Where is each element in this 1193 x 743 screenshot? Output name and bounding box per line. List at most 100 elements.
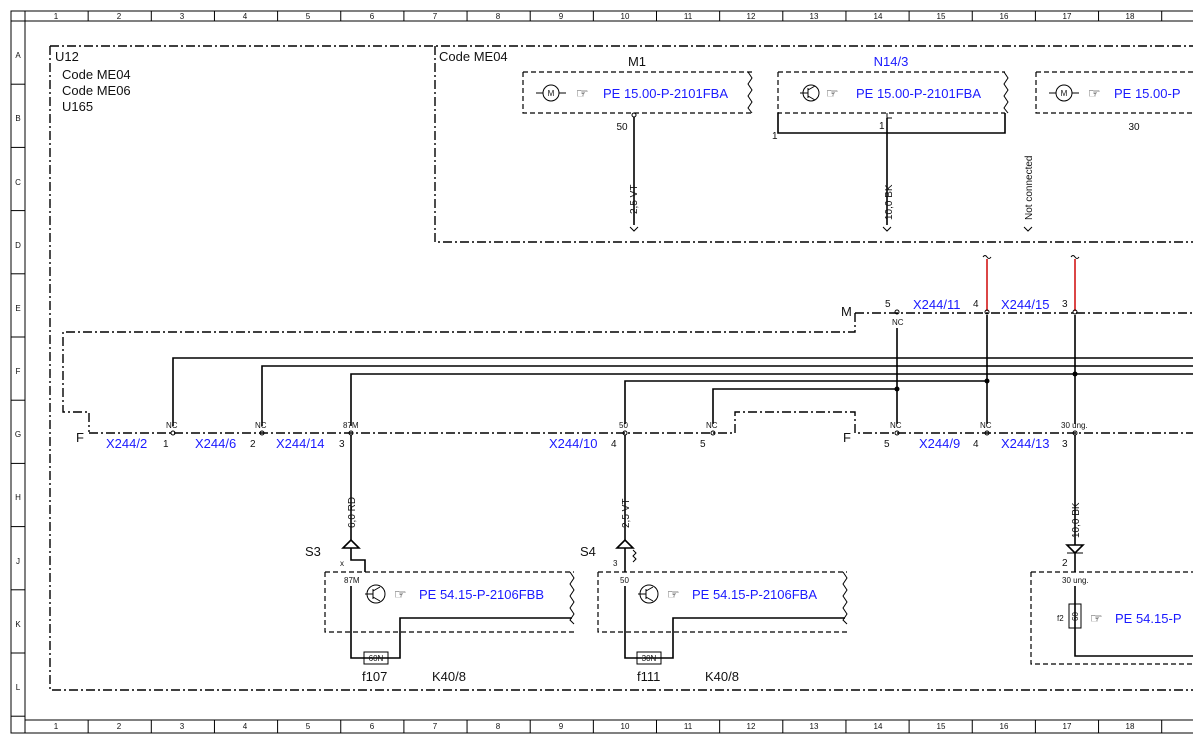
col-label: 7	[433, 722, 438, 731]
n14-ref[interactable]: PE 15.00-P-2101FBA	[856, 86, 981, 101]
right-top-ref[interactable]: PE 15.00-P	[1114, 86, 1181, 101]
s3-pin-top: x	[340, 559, 344, 568]
pin-label: 1	[163, 439, 169, 450]
connector-m-label: M	[841, 304, 852, 319]
row-label: B	[15, 114, 20, 123]
row-label: A	[15, 51, 21, 60]
s3-ref[interactable]: PE 54.15-P-2106FBB	[419, 587, 544, 602]
nc-label: NC	[166, 421, 178, 430]
col-label: 4	[243, 12, 248, 21]
row-labels: A B C D E F G H J K L	[15, 51, 21, 692]
drawing-frame	[10, 10, 1193, 734]
hand-pointer-icon: ☞	[394, 586, 407, 602]
branch-s3: 6,0 RD S3 x 87M ☞ PE 54.15-P-2106FBB 60N…	[305, 435, 575, 684]
x244-2-label[interactable]: X244/2	[106, 436, 147, 451]
f2-ref[interactable]: PE 54.15-P	[1115, 611, 1182, 626]
hand-pointer-icon: ☞	[826, 85, 839, 101]
f2-pin-top: 2	[1062, 558, 1068, 569]
col-label: 11	[684, 722, 693, 731]
hand-pointer-icon: ☞	[1088, 85, 1101, 101]
k40-b-label: K40/8	[705, 669, 739, 684]
svg-text:M: M	[1061, 89, 1068, 98]
col-label: 8	[496, 722, 501, 731]
x244-15-label[interactable]: X244/15	[1001, 297, 1049, 312]
f111-label: f111	[637, 669, 660, 684]
nc-label: NC	[255, 421, 267, 430]
connector-row-f: F F NC 1 X244/2 NC 2 X244/6 87M 3 X244/1…	[76, 411, 1193, 451]
s3-pin-in: 87M	[344, 576, 360, 585]
col-label: 14	[874, 12, 883, 21]
red-wires	[982, 255, 1080, 311]
col-label: 7	[433, 12, 438, 21]
f2-rating: 60	[1071, 612, 1080, 621]
x244-9-label[interactable]: X244/9	[919, 436, 960, 451]
col-label: 10	[621, 12, 630, 21]
not-connected-label: Not connected	[1024, 156, 1035, 221]
col-label: 18	[1126, 722, 1135, 731]
col-label: 17	[1063, 12, 1072, 21]
upper-code: Code ME04	[439, 49, 508, 64]
col-label: 4	[243, 722, 248, 731]
outer-module-box: U12 Code ME04 Code ME06 U165	[49, 45, 1193, 691]
row-label: E	[15, 304, 20, 313]
component-n14-3: N14/3 ☞ PE 15.00-P-2101FBA 1 1 10,0 BK N…	[772, 54, 1035, 232]
n14-pin-b: 1	[879, 121, 885, 132]
s4-label: S4	[580, 544, 596, 559]
row-label: K	[15, 620, 21, 629]
branch-s4: 2,5 VT S4 3 50 ☞ PE 54.15-P-2106FBA 30N …	[580, 435, 848, 684]
pin-label: 3	[1062, 299, 1068, 310]
col-label: 5	[306, 722, 311, 731]
s4-pin-in: 50	[620, 576, 629, 585]
m1-wire-label: 2,5 VT	[629, 185, 640, 214]
component-m1: M1 M ☞ PE 15.00-P-2101FBA 50 2,5 VT	[522, 54, 753, 232]
col-label: 15	[937, 12, 946, 21]
nc-label: NC	[706, 421, 718, 430]
pin-label: 4	[611, 439, 617, 450]
f107-label: f107	[362, 669, 387, 684]
s4-pin-top: 3	[613, 559, 618, 568]
top-label: 30 ung.	[1061, 421, 1088, 430]
m1-ref[interactable]: PE 15.00-P-2101FBA	[603, 86, 728, 101]
f111-rating: 30N	[642, 654, 657, 663]
col-label: 9	[559, 12, 564, 21]
col-label: 13	[810, 12, 819, 21]
connector-row-m: M 5 NC X244/11 4 X244/15 3	[62, 297, 1193, 432]
hand-pointer-icon: ☞	[667, 586, 680, 602]
col-label: 2	[117, 12, 122, 21]
pin-label: 2	[250, 439, 256, 450]
col-label: 12	[747, 12, 756, 21]
col-label: 1	[54, 722, 59, 731]
hand-pointer-icon: ☞	[1090, 610, 1103, 626]
m1-label: M1	[628, 54, 646, 69]
f107-rating: 60N	[369, 654, 384, 663]
col-label: 12	[747, 722, 756, 731]
top-label: 50	[619, 421, 628, 430]
col-label: 18	[1126, 12, 1135, 21]
row-label: J	[16, 557, 20, 566]
nc-label: NC	[890, 421, 902, 430]
x244-10-label[interactable]: X244/10	[549, 436, 597, 451]
x244-6-label[interactable]: X244/6	[195, 436, 236, 451]
x244-13-label[interactable]: X244/13	[1001, 436, 1049, 451]
col-label: 16	[1000, 12, 1009, 21]
col-label: 9	[559, 722, 564, 731]
row-label: D	[15, 241, 21, 250]
s4-ref[interactable]: PE 54.15-P-2106FBA	[692, 587, 817, 602]
f2-wire-label: 10,0 BK	[1071, 502, 1082, 538]
bus-wires	[172, 315, 1193, 426]
column-labels-top: 1 2 3 4 5 6 7 8 9 10 11 12 13 14 15 16 1…	[54, 12, 1135, 21]
row-label: H	[15, 493, 21, 502]
connector-f-left: F	[76, 430, 84, 445]
module-code: Code ME06	[62, 83, 131, 98]
s4-wire-label: 2,5 VT	[621, 499, 632, 528]
col-label: 16	[1000, 722, 1009, 731]
module-sub-id: U165	[62, 99, 93, 114]
col-label: 1	[54, 12, 59, 21]
f2-pin-in: 30 ung.	[1062, 576, 1089, 585]
s3-wire-label: 6,0 RD	[347, 497, 358, 528]
n14-label: N14/3	[874, 54, 909, 69]
x244-14-label[interactable]: X244/14	[276, 436, 324, 451]
x244-11-label[interactable]: X244/11	[913, 297, 960, 312]
branch-f2: 10,0 BK 2 30 ung. 60 f2 ☞ PE 54.15-P	[1030, 435, 1193, 665]
